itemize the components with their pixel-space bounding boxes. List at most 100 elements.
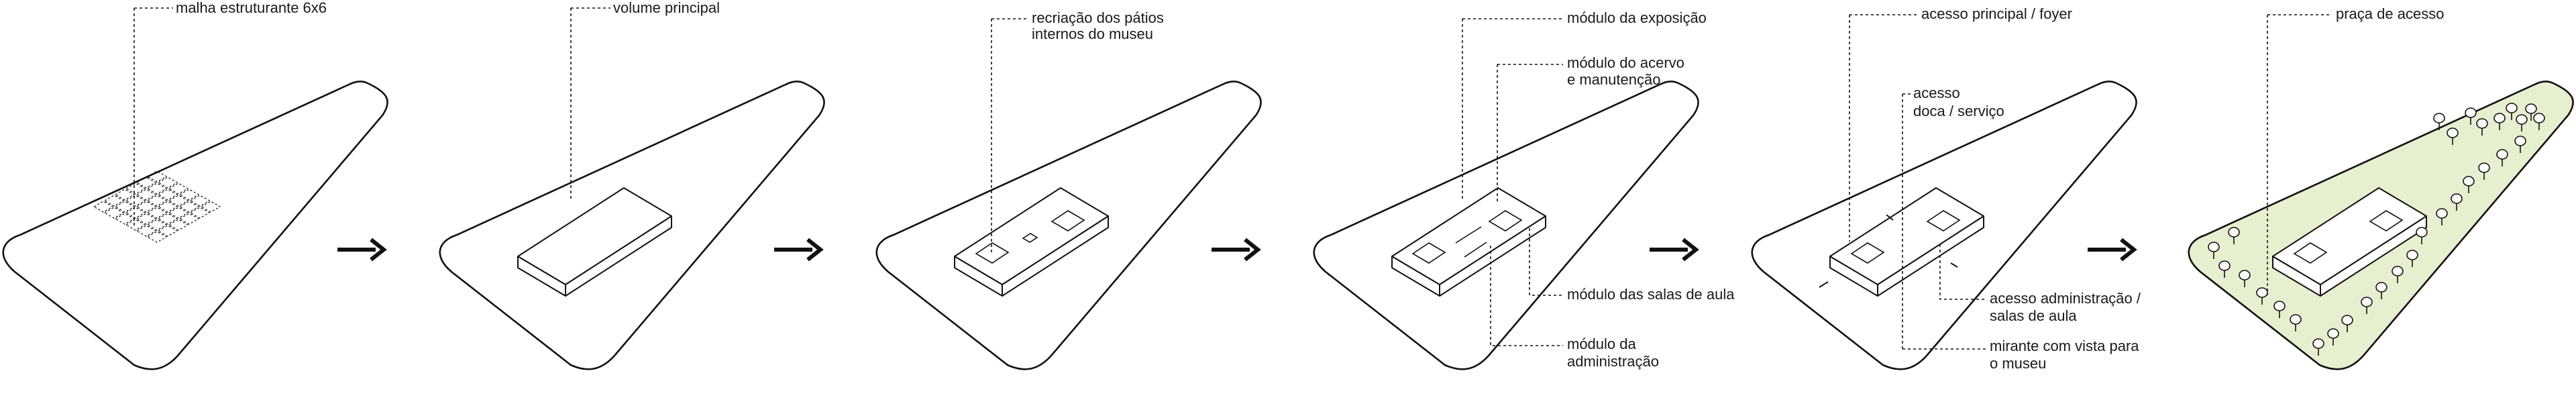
arrow-right-icon (2088, 238, 2137, 262)
structural-grid (93, 170, 221, 243)
tree-icon (2361, 297, 2373, 314)
grid-cell (125, 219, 146, 231)
grid-cell (114, 201, 136, 213)
museum-modules (1391, 187, 1546, 297)
label-admin-access-line2: salas de aula (1990, 307, 2077, 324)
panel-5-access: acesso principal / foyer acesso doca / s… (1751, 5, 2141, 372)
tree-icon (2312, 338, 2324, 356)
grid-cell (168, 195, 189, 207)
label-admin-access-line1: acesso administração / (1990, 290, 2141, 307)
tree-icon (2208, 242, 2220, 259)
label-exhibition-module: módulo da exposição (1567, 9, 1707, 26)
grid-cell (157, 176, 178, 189)
grid-cell (168, 183, 189, 195)
tree-icon (2496, 149, 2508, 166)
tree-icon (2478, 162, 2490, 180)
site-outline (2, 81, 388, 370)
label-administration-module-line2: administração (1567, 353, 1659, 370)
tree-icon (2516, 114, 2528, 132)
label-service-access-line1: acesso (1913, 85, 1960, 101)
plaza-volume (2272, 187, 2427, 297)
tree-icon (2514, 136, 2526, 153)
panel-6-access-plaza: praça de acesso (2188, 5, 2574, 370)
site-outline (1751, 81, 2137, 370)
tree-icon (2327, 328, 2339, 346)
label-courtyards-line2: internos do museu (1032, 26, 1153, 42)
grid-cell (136, 176, 157, 189)
grid-cell (136, 201, 157, 213)
tree-icon (2476, 118, 2488, 136)
tree-icon (2416, 227, 2428, 244)
grid-cell (157, 213, 178, 225)
label-viewpoint-line1: mirante com vista para (1990, 338, 2139, 354)
grid-cell (178, 213, 200, 225)
tree-icon (2525, 103, 2537, 121)
grid-cell (168, 207, 189, 219)
grid-cell (146, 231, 168, 243)
access-volume (1819, 187, 1984, 297)
tree-icon (2433, 113, 2445, 130)
label-access-plaza: praça de acesso (2336, 5, 2444, 22)
arrow-right-icon (337, 238, 387, 262)
volume-with-courtyards (954, 187, 1109, 297)
grid-cell (103, 207, 125, 219)
panel-4-modules: módulo da exposição módulo do acervo e m… (1313, 9, 1735, 370)
grid-cell (178, 201, 200, 213)
grid-cell (125, 195, 146, 207)
label-viewpoint-line2: o museu (1990, 355, 2046, 372)
arrow-right-icon (774, 238, 824, 262)
grid-cell (200, 201, 221, 213)
tree-icon (2447, 128, 2459, 145)
tree-icon (2256, 287, 2268, 305)
tree-icon (2533, 113, 2545, 130)
arrow-right-icon (1212, 238, 1261, 262)
grid-cell (136, 225, 157, 237)
arrow-right-icon (1650, 238, 1699, 262)
panel-2-main-volume: volume principal (439, 0, 825, 370)
tree-icon (2493, 113, 2506, 130)
label-main-access: acesso principal / foyer (1921, 5, 2072, 22)
grid-cell (93, 201, 114, 213)
tree-icon (2218, 260, 2231, 278)
grid-cell (136, 213, 157, 225)
grid-cell (157, 201, 178, 213)
tree-icon (2228, 227, 2240, 244)
grid-cell (146, 207, 168, 219)
tree-icon (2341, 315, 2353, 332)
label-collection-module-line1: módulo do acervo (1567, 54, 1684, 71)
grid-cell (125, 183, 146, 195)
grid-cell (189, 207, 211, 219)
grid-cell (136, 189, 157, 201)
main-volume (517, 187, 672, 297)
tree-icon (2451, 193, 2463, 211)
site-outline (439, 81, 825, 370)
tree-icon (2375, 282, 2387, 299)
grid-cell (146, 170, 168, 183)
tree-icon (2290, 314, 2302, 332)
tree-icon (2406, 250, 2418, 267)
grid-cell (114, 213, 136, 225)
label-courtyards-line1: recriação dos pátios (1032, 9, 1164, 26)
courtyard (975, 242, 1010, 264)
grid-cell (146, 183, 168, 195)
grid-cell (146, 219, 168, 231)
trees (2208, 103, 2545, 356)
panel-1-structural-grid: malha estruturante 6x6 (2, 0, 388, 370)
label-administration-module-line1: módulo da (1567, 336, 1637, 352)
panel-3-courtyards: recriação dos pátios internos do museu (875, 9, 1262, 370)
grid-cell (146, 195, 168, 207)
tree-icon (2463, 176, 2475, 193)
tree-icon (2506, 103, 2518, 120)
grid-cell (168, 219, 189, 231)
tree-icon (2239, 270, 2251, 287)
tree-icon (2436, 208, 2448, 225)
grid-cell (189, 195, 211, 207)
label-main-volume: volume principal (613, 0, 720, 16)
courtyard (1051, 210, 1085, 232)
label-collection-module-line2: e manutenção (1567, 71, 1660, 88)
grid-cell (114, 189, 136, 201)
label-classroom-module: módulo das salas de aula (1567, 286, 1735, 303)
grid-cell (178, 189, 200, 201)
tree-icon (2465, 107, 2477, 125)
